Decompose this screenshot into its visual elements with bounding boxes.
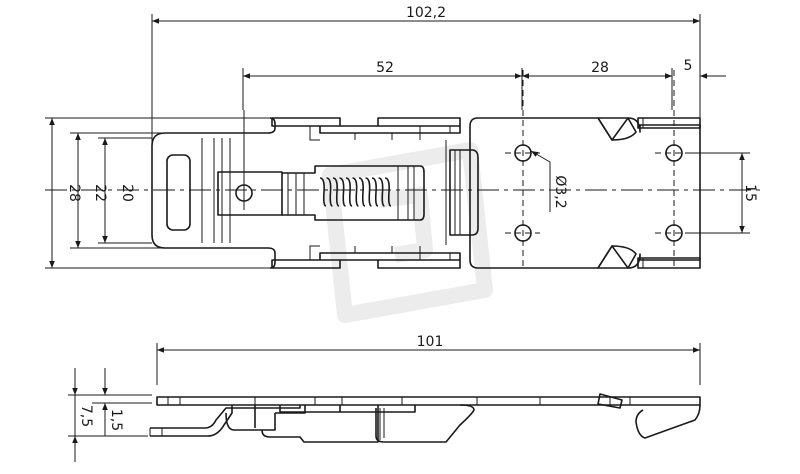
- mounting-holes: [505, 70, 700, 270]
- dim-total-height: 7,5: [78, 405, 94, 427]
- dimension-52-28-5: 52 28 5: [242, 58, 726, 110]
- dim-lever-height: 20: [119, 184, 135, 202]
- dim-plate-height: 22: [92, 184, 108, 202]
- dimension-101: 101: [156, 334, 701, 385]
- spring-coil: [339, 177, 346, 207]
- dim-pin-to-hole: 52: [376, 60, 394, 76]
- lever-slot: [166, 154, 191, 231]
- dim-hole-diameter: Ø3,2: [552, 175, 568, 208]
- dim-overall-height: 28: [66, 184, 82, 202]
- lever: [151, 117, 276, 269]
- top-view: 102,2 52 28 5 28 22 20 Ø3,2: [45, 5, 760, 270]
- spring-icon: [319, 177, 392, 207]
- dimension-hole-diameter: Ø3,2: [530, 150, 568, 212]
- dim-plate-thickness: 1,5: [108, 409, 124, 431]
- link-plate: [217, 171, 283, 216]
- spring-coil: [358, 177, 366, 207]
- dimension-102-2: 102,2: [151, 5, 701, 190]
- dim-hole-spacing: 15: [742, 184, 758, 202]
- spring-coil: [371, 177, 379, 207]
- spring-coil: [326, 177, 333, 207]
- spring-coil: [352, 177, 359, 207]
- dimension-15: 15: [690, 152, 758, 234]
- dimension-7-5-1-5: 7,5 1,5: [68, 368, 152, 462]
- spring-coil: [319, 177, 327, 207]
- spring-coil: [365, 177, 372, 207]
- dim-side-length: 101: [417, 334, 444, 350]
- dimension-heights: 28 22 20: [45, 117, 272, 269]
- dim-overall-length: 102,2: [406, 5, 446, 21]
- spring-coil: [378, 177, 385, 207]
- spring-coil: [345, 177, 353, 207]
- spring-coil: [384, 177, 392, 207]
- mounting-plate: [469, 117, 701, 269]
- dim-hole-to-end: 5: [684, 58, 693, 74]
- dim-hole-to-hole: 28: [591, 60, 609, 76]
- spring-coil: [332, 177, 340, 207]
- spring-housing: [282, 165, 425, 221]
- side-view: 101 7,5 1,5: [68, 334, 701, 462]
